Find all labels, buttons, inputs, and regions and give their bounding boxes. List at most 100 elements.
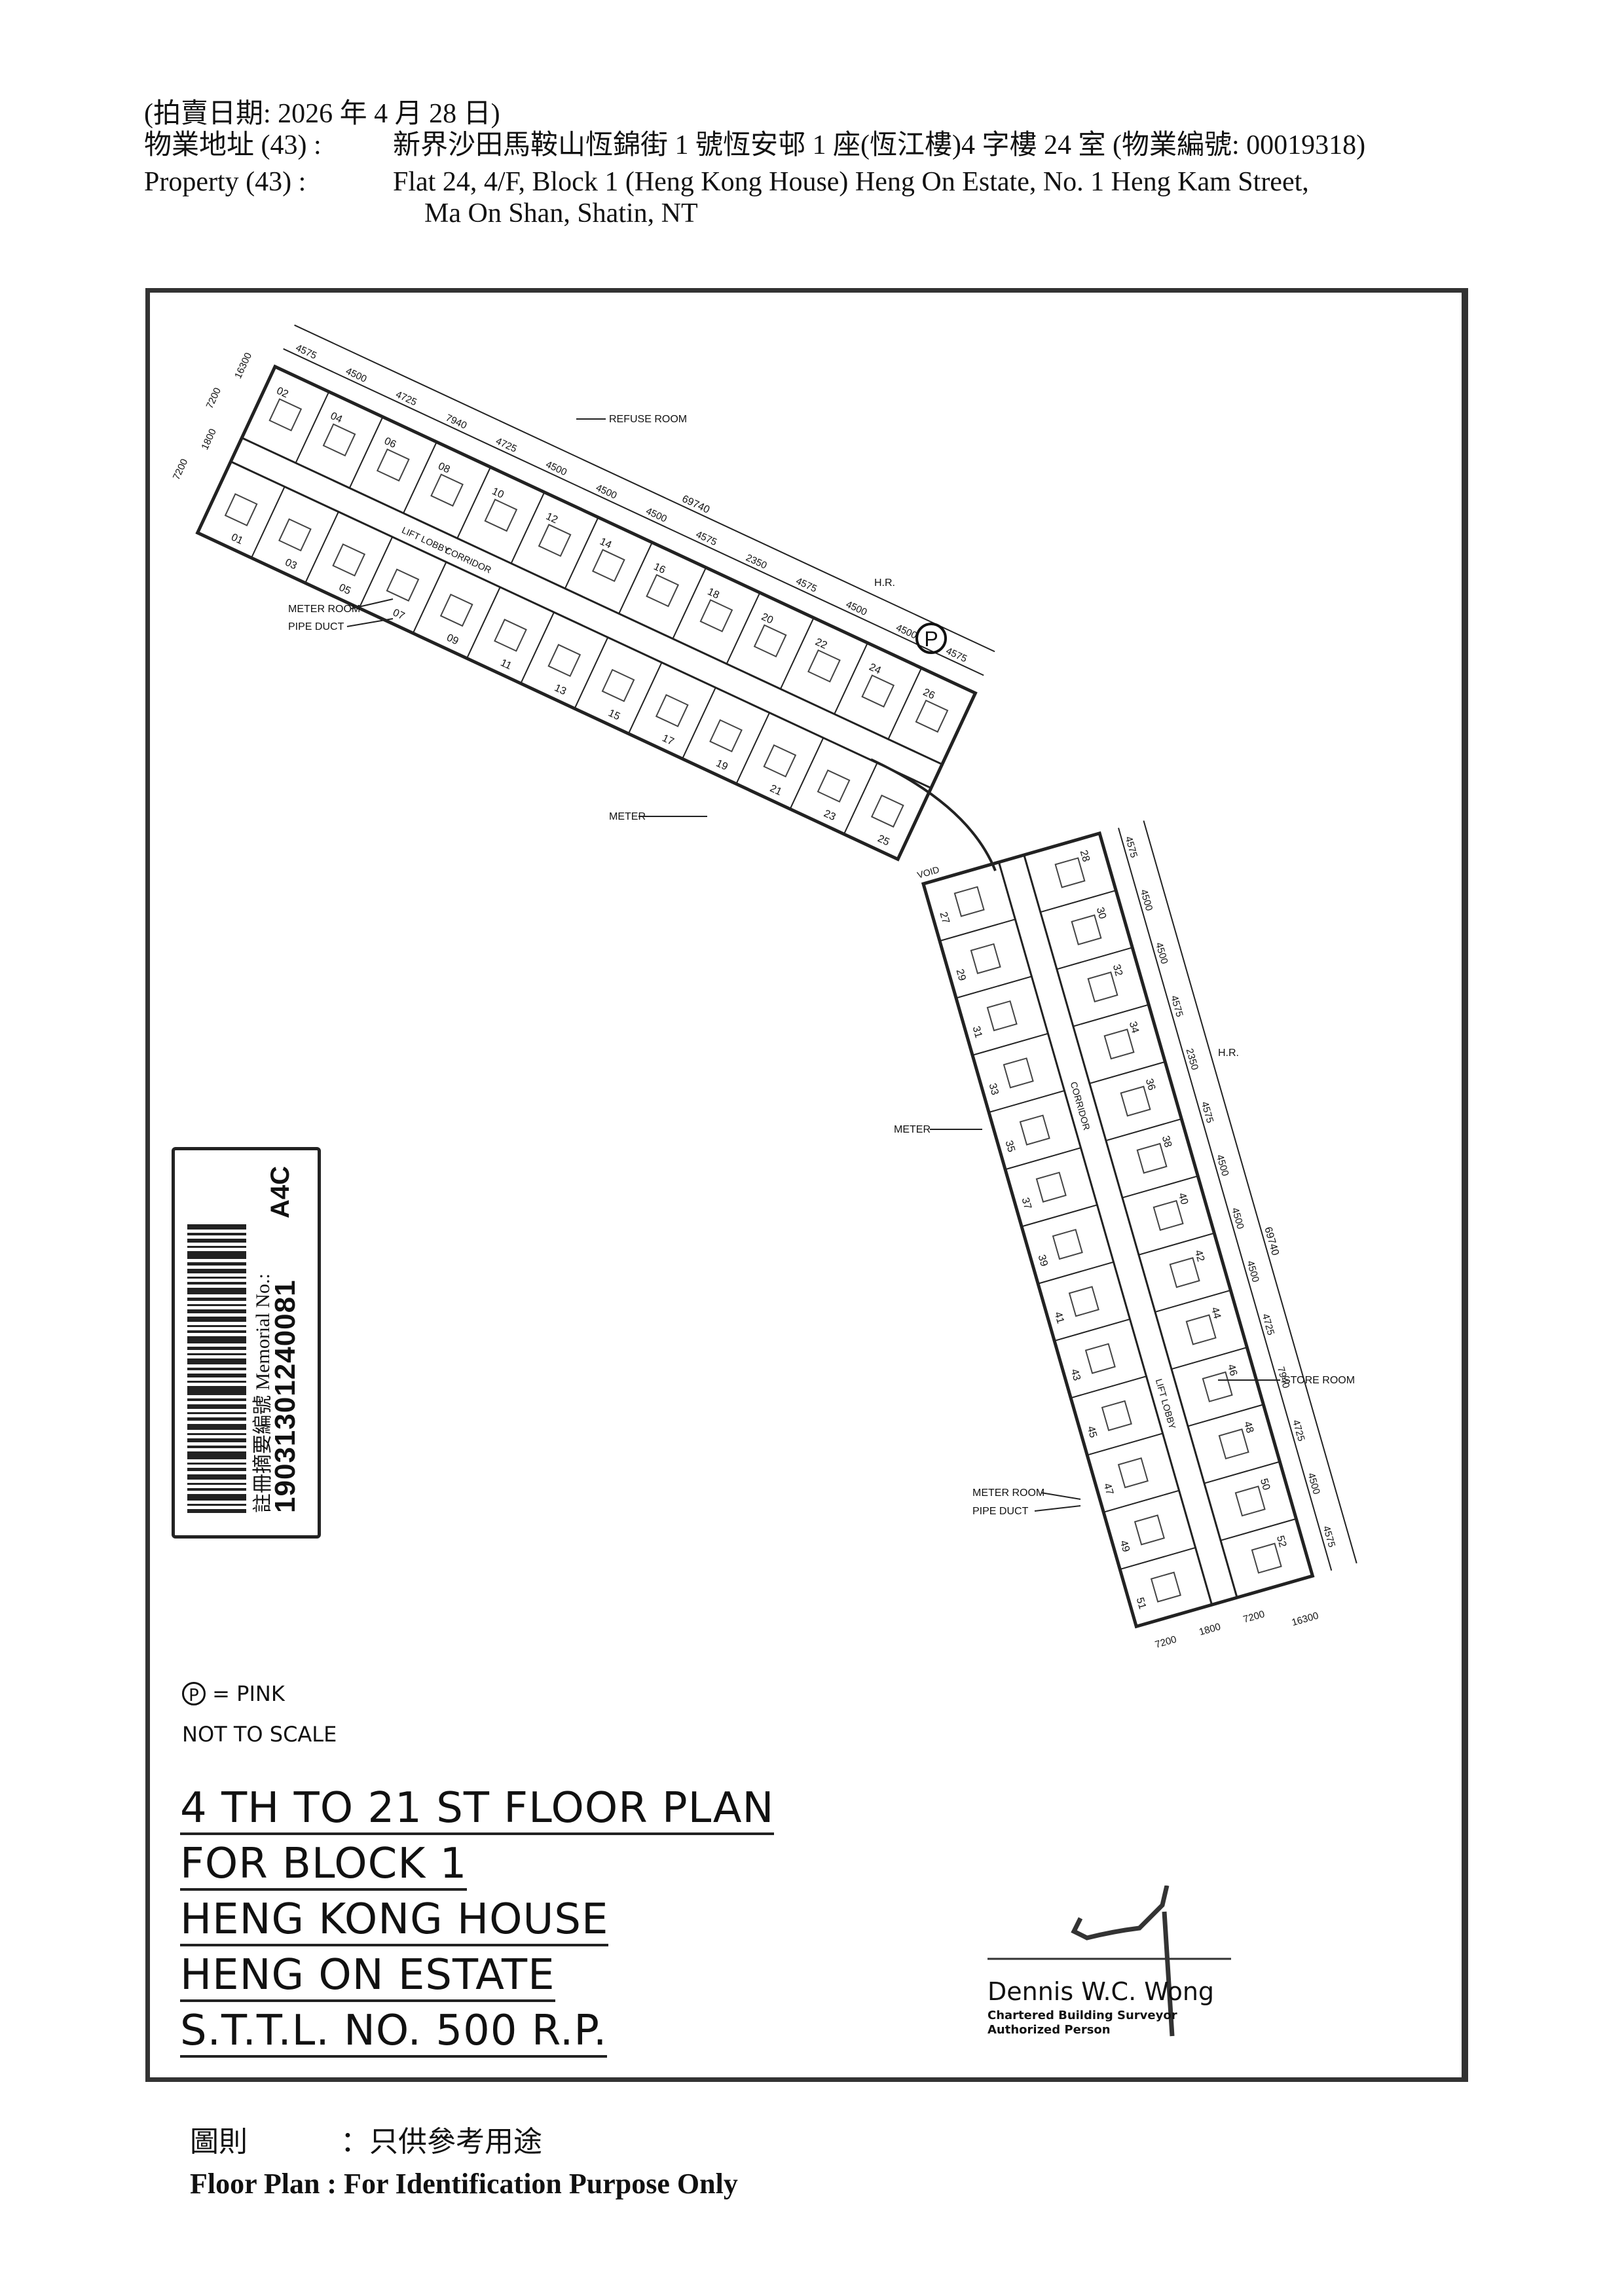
lift-lobby-label: LIFT LOBBY (400, 524, 452, 556)
barcode-bar (187, 1325, 246, 1327)
unit-number: 49 (1118, 1539, 1132, 1554)
signer-name: Dennis W.C. Wong (987, 1977, 1215, 2006)
link-corridor (870, 758, 997, 871)
unit-number: 43 (1069, 1368, 1082, 1382)
dimension-value: 1800 (199, 427, 219, 451)
unit-number: 35 (1003, 1139, 1017, 1154)
bathroom-fixture (538, 524, 572, 557)
dimension-value: 7940 (444, 412, 468, 432)
bathroom-fixture (224, 493, 258, 526)
bathroom-fixture (807, 649, 841, 683)
dimension-value: 4500 (644, 505, 669, 525)
memorial-number: 19031301240081 (269, 1279, 301, 1513)
dimension-value: 4725 (1260, 1313, 1277, 1337)
unit-number: 37 (1020, 1196, 1033, 1211)
unit-wall (1204, 1461, 1280, 1484)
barcode-bar (187, 1398, 246, 1401)
bathroom-fixture (278, 518, 312, 552)
barcode-bar (187, 1233, 246, 1235)
unit-wall (972, 1032, 1048, 1056)
unit-number: 41 (1052, 1311, 1066, 1325)
barcode-bar (187, 1347, 246, 1350)
barcode-bar (187, 1317, 246, 1322)
barcode-bar (187, 1374, 246, 1377)
address-en-row: Property (43) :Flat 24, 4/F, Block 1 (He… (144, 166, 1309, 198)
dimension-value: 4500 (544, 459, 568, 479)
address-en-line2: Ma On Shan, Shatin, NT (424, 198, 698, 228)
dimension-value: 7200 (204, 386, 224, 410)
bathroom-fixture (1185, 1314, 1217, 1345)
bathroom-fixture (494, 619, 527, 652)
dimension-value: 16300 (232, 351, 254, 380)
dimension-value: 4725 (1290, 1419, 1307, 1443)
unit-number: 26 (921, 687, 936, 702)
barcode-bar (187, 1381, 246, 1383)
barcode-bar (187, 1368, 246, 1370)
dimension-value: 4725 (394, 389, 418, 409)
dimension-value: 1800 (1198, 1621, 1222, 1638)
barcode-bar (187, 1451, 246, 1459)
unit-number: 14 (598, 536, 613, 551)
dimension-value: 2350 (1183, 1048, 1200, 1072)
unit-wall (834, 642, 868, 715)
unit-number: 34 (1127, 1020, 1141, 1034)
handwritten-signature (987, 1886, 1231, 2037)
unit-number: 02 (275, 386, 290, 401)
bathroom-fixture (1068, 1286, 1099, 1317)
svg-text:P: P (924, 627, 938, 651)
bathroom-fixture (484, 498, 518, 532)
bathroom-fixture (1052, 1228, 1083, 1260)
unit-number: 29 (953, 968, 967, 982)
dimension-line (1143, 820, 1357, 1564)
bathroom-fixture (1169, 1257, 1200, 1288)
lift-lobby-label: LIFT LOBBY (1154, 1377, 1178, 1430)
unit-number: 10 (490, 486, 506, 501)
dimension-value: 4575 (694, 529, 718, 549)
unit-wall (1154, 1289, 1231, 1313)
barcode-bar (187, 1509, 246, 1513)
unit-wall (923, 861, 999, 884)
barcode-bar (187, 1277, 246, 1279)
bathroom-fixture (1150, 1571, 1181, 1603)
floor-plan-frame (145, 288, 1468, 2082)
bathroom-fixture (986, 1000, 1018, 1032)
bathroom-fixture (1071, 914, 1102, 945)
unit-number: 15 (606, 708, 621, 723)
barcode-bar (187, 1251, 246, 1259)
bathroom-fixture (1117, 1457, 1149, 1489)
unit-number: 21 (768, 783, 783, 798)
bathroom-fixture (1101, 1400, 1132, 1432)
bathroom-fixture (332, 543, 366, 577)
barcode-bar (187, 1438, 246, 1442)
unit-number: 42 (1192, 1248, 1206, 1263)
barcode-bar (187, 1417, 246, 1421)
pipe-duct-lower-label: PIPE DUCT (972, 1506, 1029, 1517)
unit-number: 32 (1111, 963, 1124, 977)
dimension-value: 2350 (744, 552, 768, 572)
unit-number: 45 (1085, 1425, 1099, 1439)
not-to-scale: NOT TO SCALE (182, 1722, 337, 1747)
unit-wall (1054, 1318, 1130, 1341)
pink-marker: P (915, 623, 947, 654)
title-line-1: 4 TH TO 21 ST FLOOR PLAN (180, 1784, 775, 1835)
unit-number: 31 (970, 1025, 984, 1040)
dimension-value: 4575 (1123, 835, 1140, 860)
unit-wall (682, 687, 716, 759)
unit-number: 24 (867, 661, 882, 676)
unit-wall (1021, 1204, 1098, 1228)
unit-number: 33 (987, 1082, 1001, 1097)
bathroom-fixture (861, 674, 895, 708)
unit-wall (1171, 1347, 1247, 1370)
barcode-code: A4C (266, 1166, 295, 1219)
upper-wing: 0201040306050807100912111413161518172019… (171, 324, 995, 862)
unit-wall (1103, 1489, 1179, 1513)
unit-number: 05 (337, 582, 352, 597)
barcode-bar (187, 1474, 246, 1480)
bathroom-fixture (1103, 1029, 1135, 1060)
bathroom-fixture (763, 744, 797, 778)
unit-number: 23 (822, 808, 837, 823)
title-line-5: S.T.T.L. NO. 500 R.P. (180, 2007, 608, 2058)
unit-wall (196, 461, 232, 534)
footer-en: Floor Plan : For Identification Purpose … (190, 2168, 738, 2200)
bathroom-fixture (386, 568, 420, 602)
